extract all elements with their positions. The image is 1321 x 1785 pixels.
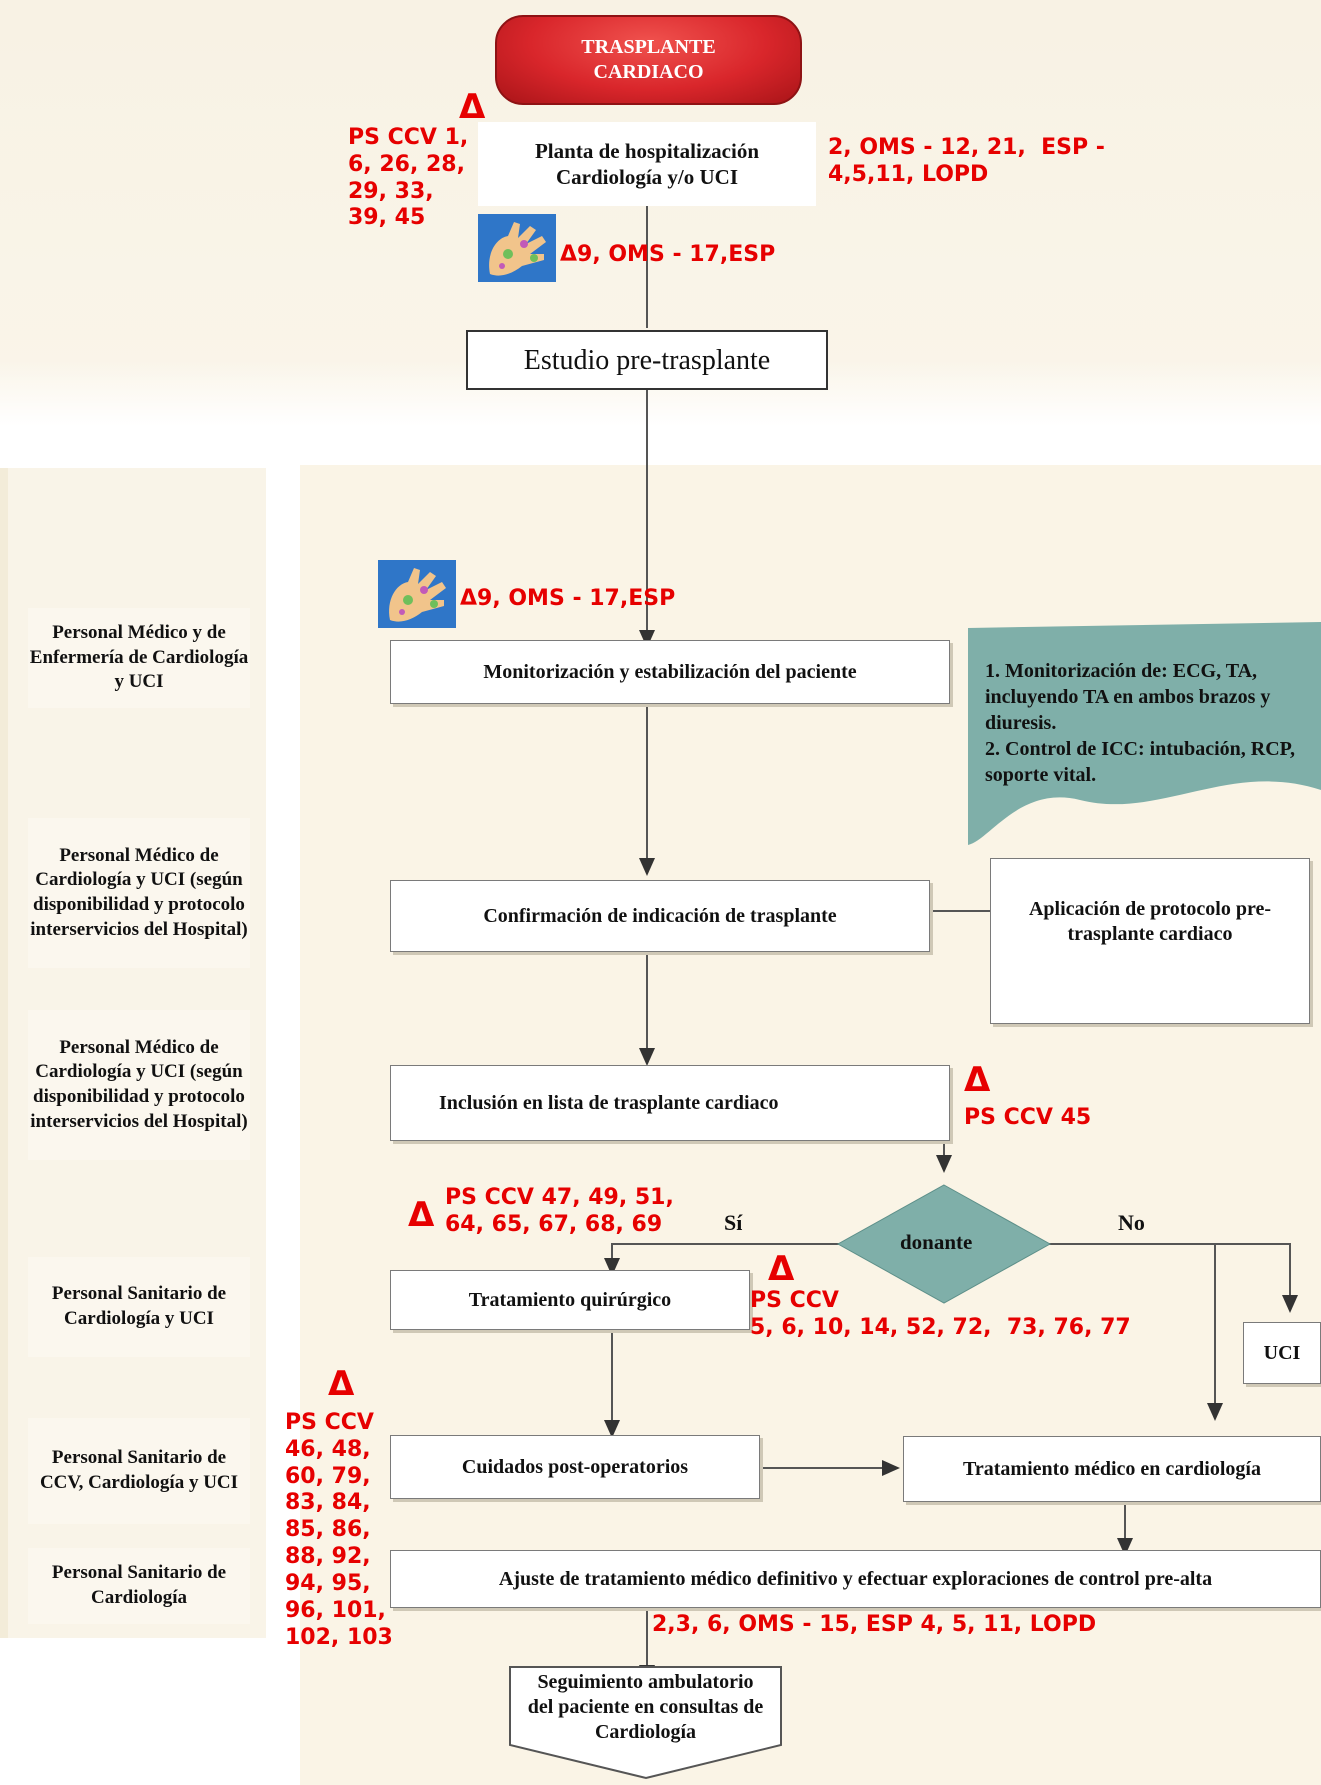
ref-postop: PS CCV 46, 48, 60, 79, 83, 84, 85, 86, 8…: [285, 1410, 393, 1650]
branch-no-label: No: [1118, 1210, 1145, 1235]
ref-bottom: 2,3, 6, OMS - 15, ESP 4, 5, 11, LOPD: [652, 1612, 1097, 1637]
node-medico: Tratamiento médico en cardiología: [903, 1436, 1321, 1502]
warning-delta-icon: Δ: [328, 1364, 355, 1404]
warning-delta-icon: Δ: [408, 1195, 435, 1235]
node-planta: Planta de hospitalización Cardiología y/…: [478, 122, 816, 206]
node-quirurgico: Tratamiento quirúrgico: [390, 1270, 750, 1330]
ref-inclusion: PS CCV 45: [964, 1105, 1092, 1130]
node-inclusion: Inclusión en lista de trasplante cardiac…: [390, 1065, 950, 1141]
ref-glove-2: Δ9, OMS - 17,ESP: [460, 586, 676, 611]
seguimiento-shape: [509, 1666, 782, 1780]
node-estudio: Estudio pre-trasplante: [466, 330, 828, 390]
node-uci: UCI: [1243, 1322, 1321, 1384]
ref-glove-1: Δ9, OMS - 17,ESP: [560, 242, 776, 267]
warning-delta-icon: Δ: [459, 87, 486, 127]
role-5: Personal Sanitario de CCV, Cardiología y…: [28, 1418, 250, 1524]
note-monitor: 1. Monitorización de: ECG, TA, incluyend…: [985, 660, 1296, 786]
donante-diamond: [836, 1184, 1052, 1304]
left-edge: [0, 468, 8, 1638]
node-protocolo: Aplicación de protocolo pre-trasplante c…: [990, 858, 1310, 1024]
warning-delta-icon: Δ: [768, 1249, 795, 1289]
ref-oms-top: 2, OMS - 12, 21, ESP - 4,5,11, LOPD: [828, 135, 1105, 187]
monitor-note-shape: [968, 622, 1321, 845]
role-6: Personal Sanitario de Cardiología: [28, 1548, 250, 1624]
role-2: Personal Médico de Cardiología y UCI (se…: [28, 818, 250, 968]
node-seguimiento: Seguimiento ambulatorio del paciente en …: [527, 1670, 764, 1743]
branch-si-label: Sí: [724, 1210, 743, 1235]
ref-quirurgico: PS CCV 5, 6, 10, 14, 52, 72, 73, 76, 77: [750, 1288, 1131, 1340]
node-confirmacion: Confirmación de indicación de trasplante: [390, 880, 930, 952]
role-1: Personal Médico y de Enfermería de Cardi…: [28, 608, 250, 708]
node-monitorizacion: Monitorización y estabilización del paci…: [390, 640, 950, 704]
page-title: TRASPLANTE CARDIACO: [581, 36, 716, 83]
hand-hygiene-icon: [478, 214, 556, 282]
role-3: Personal Médico de Cardiología y UCI (se…: [28, 1010, 250, 1160]
donante-label: donante: [900, 1230, 973, 1254]
node-ajuste: Ajuste de tratamiento médico definitivo …: [390, 1550, 1321, 1608]
role-4: Personal Sanitario de Cardiología y UCI: [28, 1257, 250, 1357]
title-pill: TRASPLANTE CARDIACO: [495, 15, 802, 105]
warning-delta-icon: Δ: [964, 1060, 991, 1100]
ref-si-branch: PS CCV 47, 49, 51, 64, 65, 67, 68, 69: [445, 1185, 674, 1237]
ref-ps-top: PS CCV 1, 6, 26, 28, 29, 33, 39, 45: [348, 125, 469, 231]
hand-hygiene-icon: [378, 560, 456, 628]
node-postop: Cuidados post-operatorios: [390, 1435, 760, 1499]
